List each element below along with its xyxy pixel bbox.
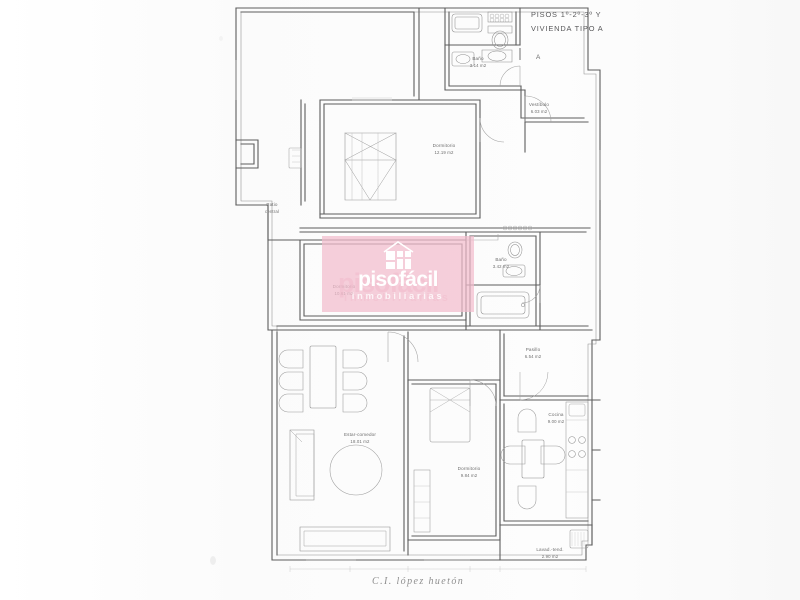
scan-smudge	[219, 36, 223, 41]
room-area: 9.00 m2	[547, 418, 565, 424]
room-area: 6.54 m2	[524, 353, 542, 359]
room-area: 10.61 m2	[334, 290, 354, 296]
room-name: Baño	[472, 56, 484, 61]
room-name: Lavad.-tend.	[536, 547, 564, 552]
room-name: Estar-comedor	[343, 432, 377, 437]
scan-smudge	[210, 556, 216, 565]
room-name: Dormitorio	[457, 466, 481, 471]
room-area: 18.01 m2	[350, 438, 370, 444]
room-name: Dormitorio	[332, 284, 356, 289]
room-area: 3.42 m2	[492, 263, 510, 269]
room-area: 3.14 m2	[469, 62, 487, 68]
room-name: Baño	[495, 257, 507, 262]
room-name: Patio	[266, 202, 278, 207]
room-label-lavadero: Lavad.-tend.2.90 m2	[536, 547, 563, 560]
room-area: central	[265, 208, 279, 214]
plan-header-line-2: VIVIENDA TIPO A	[531, 24, 604, 33]
room-name: Vestíbulo	[528, 102, 550, 107]
plan-header-line-1: PISOS 1º-2º-3º Y	[531, 10, 602, 19]
room-area: 9.84 m2	[460, 472, 478, 478]
entrance-letter: A	[536, 54, 541, 61]
room-name: Dormitorio	[432, 143, 456, 148]
handwritten-signature: C.I. lópez huetón	[372, 576, 465, 587]
room-name: Cocina	[548, 412, 564, 417]
room-area: 6.03 m2	[530, 108, 548, 114]
room-area: 12.19 m2	[434, 149, 454, 155]
room-area: 2.90 m2	[541, 553, 559, 559]
room-name: Pasillo	[525, 347, 541, 352]
